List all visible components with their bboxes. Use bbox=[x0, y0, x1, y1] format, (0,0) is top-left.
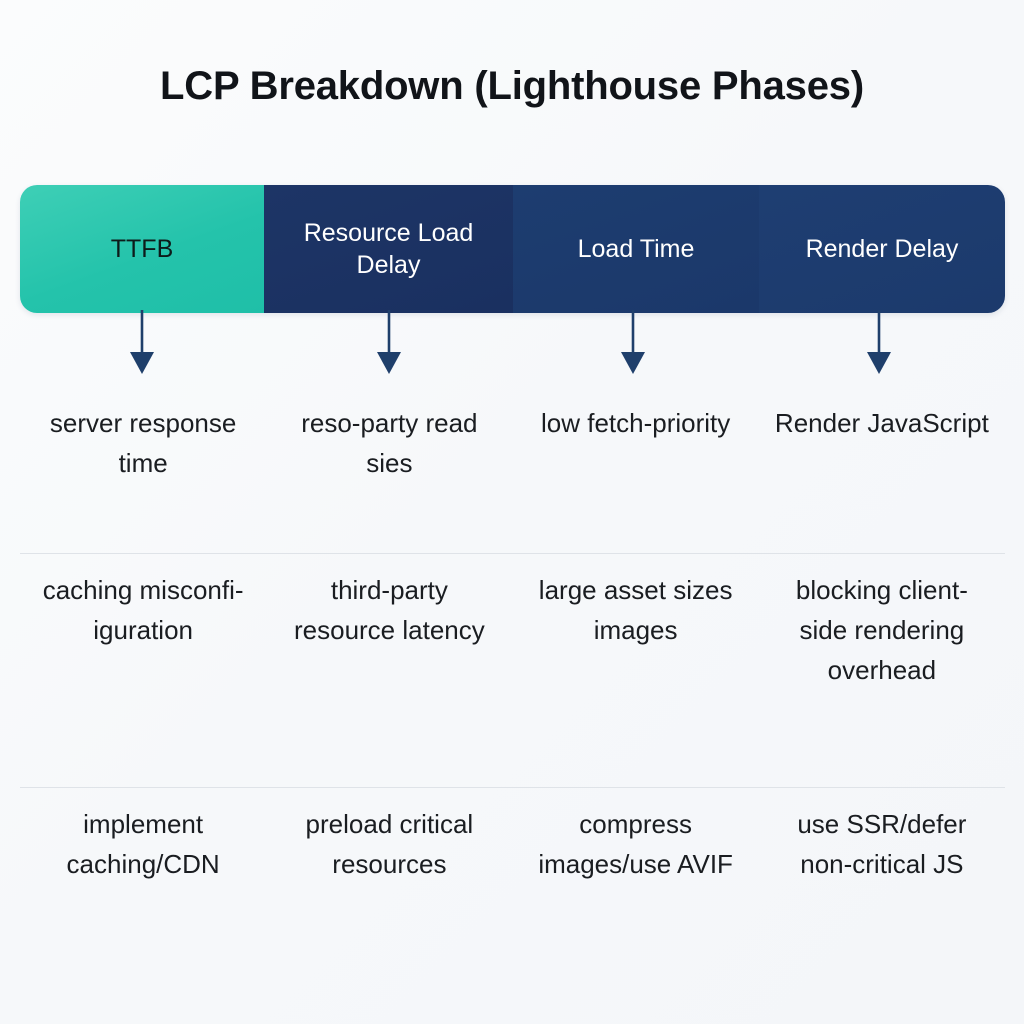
cell-primary-cause-ttfb: server response time bbox=[49, 408, 237, 478]
cell-primary-cause-render-delay: Render JavaScript bbox=[774, 408, 989, 438]
phase-segment-resource-load-delay[interactable]: Resource Load Delay bbox=[264, 185, 513, 313]
cell-secondary-cause-render-delay: blocking client-side rendering overhead bbox=[795, 575, 968, 685]
cell-secondary-cause-ttfb: caching misconfi-iguration bbox=[42, 575, 244, 645]
row-divider-1 bbox=[20, 553, 1005, 554]
row-divider-2 bbox=[20, 787, 1005, 788]
cell-primary-cause-load-time: low fetch-priority bbox=[540, 408, 731, 438]
phase-segment-render-delay[interactable]: Render Delay bbox=[759, 185, 1005, 313]
page-title: LCP Breakdown (Lighthouse Phases) bbox=[160, 64, 864, 108]
cell-remediation-load-time: compress images/use AVIF bbox=[538, 809, 733, 879]
table-row-primary-causes: server response time reso-party read sie… bbox=[20, 386, 1005, 553]
phase-detail-grid: server response time reso-party read sie… bbox=[20, 386, 1005, 937]
cell-secondary-cause-load-time: large asset sizes images bbox=[538, 575, 733, 645]
cell-secondary-cause-resource-load-delay: third-party resource latency bbox=[293, 575, 485, 645]
phase-segment-ttfb[interactable]: TTFB bbox=[20, 185, 264, 313]
cell-remediation-resource-load-delay: preload critical resources bbox=[305, 809, 474, 879]
cell-primary-cause-resource-load-delay: reso-party read sies bbox=[301, 408, 478, 478]
down-arrow-icon-load-time bbox=[621, 310, 645, 374]
table-row-secondary-causes: caching misconfi-iguration third-party r… bbox=[20, 553, 1005, 787]
table-row-remediations: implement caching/CDN preload critical r… bbox=[20, 787, 1005, 937]
cell-remediation-ttfb: implement caching/CDN bbox=[66, 809, 220, 879]
down-arrow-icon-render-delay bbox=[867, 310, 891, 374]
down-arrow-icon-ttfb bbox=[130, 310, 154, 374]
phase-segment-load-time[interactable]: Load Time bbox=[513, 185, 759, 313]
lcp-phase-bar: TTFB Resource Load Delay Load Time Rende… bbox=[20, 185, 1005, 313]
down-arrow-icon-resource-load-delay bbox=[377, 310, 401, 374]
cell-remediation-render-delay: use SSR/defer non-critical JS bbox=[797, 809, 967, 879]
connector-arrows bbox=[130, 310, 891, 374]
